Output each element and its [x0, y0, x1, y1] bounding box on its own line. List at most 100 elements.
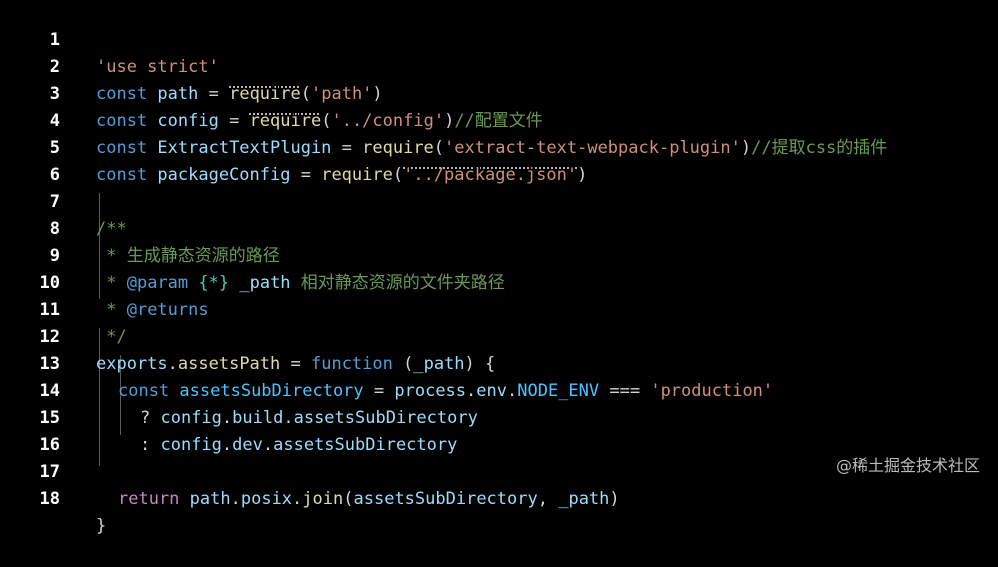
token: .	[230, 489, 241, 509]
token: assetsSubDirectory	[293, 408, 478, 428]
jsdoc-type: {*}	[198, 273, 230, 293]
line-number: 18	[39, 489, 60, 509]
code-line[interactable]: 10 * @returns	[0, 243, 998, 320]
code-line[interactable]: 11 */	[0, 270, 998, 347]
line-number: 15	[39, 408, 60, 428]
token: _path	[558, 489, 610, 509]
code-line[interactable]: 8 * 生成静态资源的路径	[0, 189, 998, 266]
watermark: @稀土掘金技术社区	[835, 456, 980, 475]
token: =	[218, 111, 250, 131]
code-line[interactable]: 16	[0, 405, 998, 455]
comment: */	[96, 327, 127, 347]
token: 'production'	[650, 381, 774, 401]
line-number: 12	[39, 327, 60, 347]
code-line[interactable]: 14 ? config.build.assetsSubDirectory	[0, 351, 998, 428]
token: require	[249, 111, 322, 131]
token: =	[198, 84, 230, 104]
token: )	[740, 138, 752, 158]
token: =	[363, 381, 395, 401]
code-line[interactable]: 1 'use strict'	[0, 0, 998, 77]
token: NODE_ENV	[517, 381, 600, 401]
token: (	[321, 111, 332, 131]
token: posix	[240, 489, 293, 509]
line-number: 1	[49, 30, 60, 50]
token: build	[232, 408, 284, 428]
token: .	[283, 408, 294, 428]
token: =	[290, 165, 322, 185]
token: .	[466, 381, 477, 401]
token: path	[179, 489, 231, 509]
token: return	[118, 489, 180, 509]
token: function	[310, 354, 393, 374]
line-number: 14	[39, 381, 60, 401]
token: require	[229, 84, 301, 104]
token: =	[331, 138, 363, 158]
line-number: 8	[49, 219, 60, 239]
jsdoc-param: _path	[239, 273, 291, 293]
token: assetsPath	[177, 354, 281, 374]
token: process	[394, 381, 467, 401]
line-number: 17	[39, 462, 60, 482]
token: 'path'	[311, 84, 373, 104]
line-number: 13	[39, 354, 60, 374]
token: ExtractTextPlugin	[147, 138, 332, 158]
token: 'use strict'	[96, 57, 219, 77]
line-number: 5	[49, 138, 60, 158]
token: )	[444, 111, 455, 131]
token: assetsSubDirectory	[169, 381, 364, 401]
token: .	[221, 435, 233, 455]
code-line[interactable]: 9 * @param {*} _path 相对静态资源的文件夹路径	[0, 216, 998, 293]
token: (	[343, 489, 354, 509]
token: ===	[599, 381, 651, 401]
token: ) {	[464, 354, 496, 374]
token: const	[96, 138, 148, 158]
token: :	[140, 435, 161, 455]
line-number: 10	[39, 273, 60, 293]
line-number: 6	[49, 165, 60, 185]
code-line[interactable]: 15 : config.dev.assetsSubDirectory	[0, 378, 998, 455]
token: const	[96, 84, 148, 104]
token: env	[476, 381, 507, 401]
code-line[interactable]: 13 const assetsSubDirectory = process.en…	[0, 324, 998, 401]
token: join	[302, 489, 344, 509]
line-number: 7	[49, 192, 60, 212]
token: const	[118, 381, 170, 401]
token: '../config'	[331, 111, 445, 131]
token: require	[362, 138, 434, 158]
token: assetsSubDirectory	[353, 489, 538, 509]
token: .	[167, 354, 178, 374]
token: )	[372, 84, 383, 104]
token: .	[507, 381, 518, 401]
comment: *	[96, 300, 127, 320]
line-number: 2	[49, 57, 60, 77]
line-number: 11	[39, 300, 60, 320]
comment: *	[96, 273, 127, 293]
token: .	[262, 435, 274, 455]
code-line[interactable]: 2 const path = require('path')	[0, 27, 998, 104]
token: config	[160, 408, 222, 428]
code-line[interactable]: 5 const packageConfig = require('../pack…	[0, 108, 998, 185]
line-number: 4	[49, 111, 60, 131]
token: ?	[140, 408, 161, 428]
line-number: 16	[39, 435, 60, 455]
code-line[interactable]: 12 exports.assetsPath = function (_path)…	[0, 297, 998, 374]
line-number: 3	[49, 84, 60, 104]
comment: * 生成静态资源的路径	[96, 246, 280, 266]
code-line[interactable]: 4 const ExtractTextPlugin = require('ext…	[0, 81, 998, 158]
comment: 相对静态资源的文件夹路径	[290, 273, 505, 293]
token: (	[392, 165, 404, 185]
token: exports	[96, 354, 168, 374]
token: '../package.json'	[403, 165, 578, 185]
code-line[interactable]: 3 const config = require('../config')//配…	[0, 54, 998, 131]
token: dev	[232, 435, 263, 455]
token: ,	[537, 489, 559, 509]
token: config	[160, 435, 222, 455]
code-line[interactable]: 7 /**	[0, 162, 998, 239]
line-number: 9	[49, 246, 60, 266]
code-line[interactable]: 6	[0, 135, 998, 185]
token: config	[147, 111, 219, 131]
code-editor[interactable]: 1 'use strict' 2 const path = require('p…	[0, 0, 998, 536]
token: .	[221, 408, 233, 428]
indent-guide	[99, 193, 100, 299]
comment: /**	[96, 219, 127, 239]
